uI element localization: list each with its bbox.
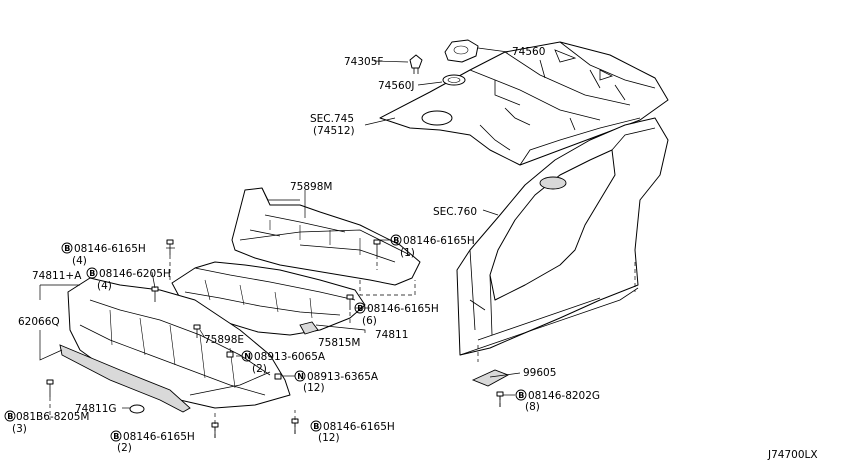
circle-b-icon: B [113, 432, 119, 441]
label-75898M: 75898M [290, 181, 332, 193]
circle-b-icon: B [393, 236, 399, 245]
callout-bolt-2: B 08146-6165H (1) [390, 234, 475, 259]
circle-b-icon: B [313, 422, 319, 431]
circle-b-icon: B [89, 269, 95, 278]
callout-bolt-8: B 08146-8202G (8) [515, 389, 600, 413]
label-74811A: 74811+A [32, 270, 82, 282]
label-74811: 74811 [375, 329, 408, 341]
clip-99605 [471, 369, 510, 387]
callout-bolt-4: B 08146-6165H (6) [354, 302, 439, 327]
label-sec-745: SEC.745 [310, 113, 354, 125]
callout-bolt-7: B 08146-6165H (12) [310, 420, 395, 444]
label-62066Q: 62066Q [18, 316, 60, 328]
callout-bolt-1: B 08146-6165H (4) [61, 242, 146, 267]
label-bolt-6-part: 08146-6165H [123, 431, 195, 443]
label-nut-2-qty: (12) [303, 382, 325, 394]
label-nut-2-part: 08913-6365A [307, 371, 379, 383]
label-bolt-3-qty: (4) [97, 280, 112, 292]
label-bolt-8-qty: (8) [525, 401, 540, 413]
circle-n-icon: N [297, 372, 304, 381]
label-sec-760: SEC.760 [433, 206, 477, 218]
label-bolt-1-part: 08146-6165H [74, 243, 146, 255]
label-bolt-6-qty: (2) [117, 442, 132, 454]
floor-panel [379, 41, 669, 166]
label-74305F: 74305F [344, 56, 383, 68]
label-sec-745-ref: (74512) [313, 125, 355, 137]
label-bolt-5-qty: (3) [12, 423, 27, 435]
under-cover-75898M [231, 187, 421, 286]
circle-b-icon: B [357, 304, 363, 313]
label-74560J: 74560J [378, 80, 415, 92]
front-under-panel [59, 277, 291, 414]
circle-b-icon: B [518, 391, 524, 400]
label-bolt-2-part: 08146-6165H [403, 235, 475, 247]
label-74811G: 74811G [75, 403, 117, 415]
diagram-id: J74700LX [767, 449, 818, 461]
label-75898E: 75898E [204, 334, 244, 346]
circle-b-icon: B [64, 244, 70, 253]
label-bolt-1-qty: (4) [72, 255, 87, 267]
mount-74560 [409, 39, 479, 86]
body-side-panel [456, 117, 669, 362]
callout-nut-1: N 08913-6065A (2) [241, 350, 326, 375]
label-nut-1-qty: (2) [252, 363, 267, 375]
label-bolt-4-part: 08146-6165H [367, 303, 439, 315]
leader-lines [39, 47, 521, 409]
callout-bolt-5: B 081B6-8205M (3) [4, 410, 90, 435]
label-75815M: 75815M [318, 337, 360, 349]
callout-bolt-6: B 08146-6165H (2) [110, 430, 195, 454]
label-bolt-2-qty: (1) [400, 247, 415, 259]
label-bolt-3-part: 08146-6205H [99, 268, 171, 280]
label-bolt-4-qty: (6) [362, 315, 377, 327]
guide-lines [49, 255, 501, 438]
callout-nut-2: N 08913-6365A (12) [294, 370, 379, 394]
label-nut-1-part: 08913-6065A [254, 351, 326, 363]
label-bolt-7-part: 08146-6165H [323, 421, 395, 433]
label-74560: 74560 [512, 46, 545, 58]
label-bolt-7-qty: (12) [318, 432, 340, 444]
label-bolt-8-part: 08146-8202G [528, 390, 600, 402]
label-bolt-5-part: 081B6-8205M [16, 411, 90, 423]
label-99605: 99605 [523, 367, 556, 379]
circle-b-icon: B [7, 412, 13, 421]
callout-bolt-3: B 08146-6205H (4) [86, 267, 171, 292]
circle-n-icon: N [244, 352, 251, 361]
